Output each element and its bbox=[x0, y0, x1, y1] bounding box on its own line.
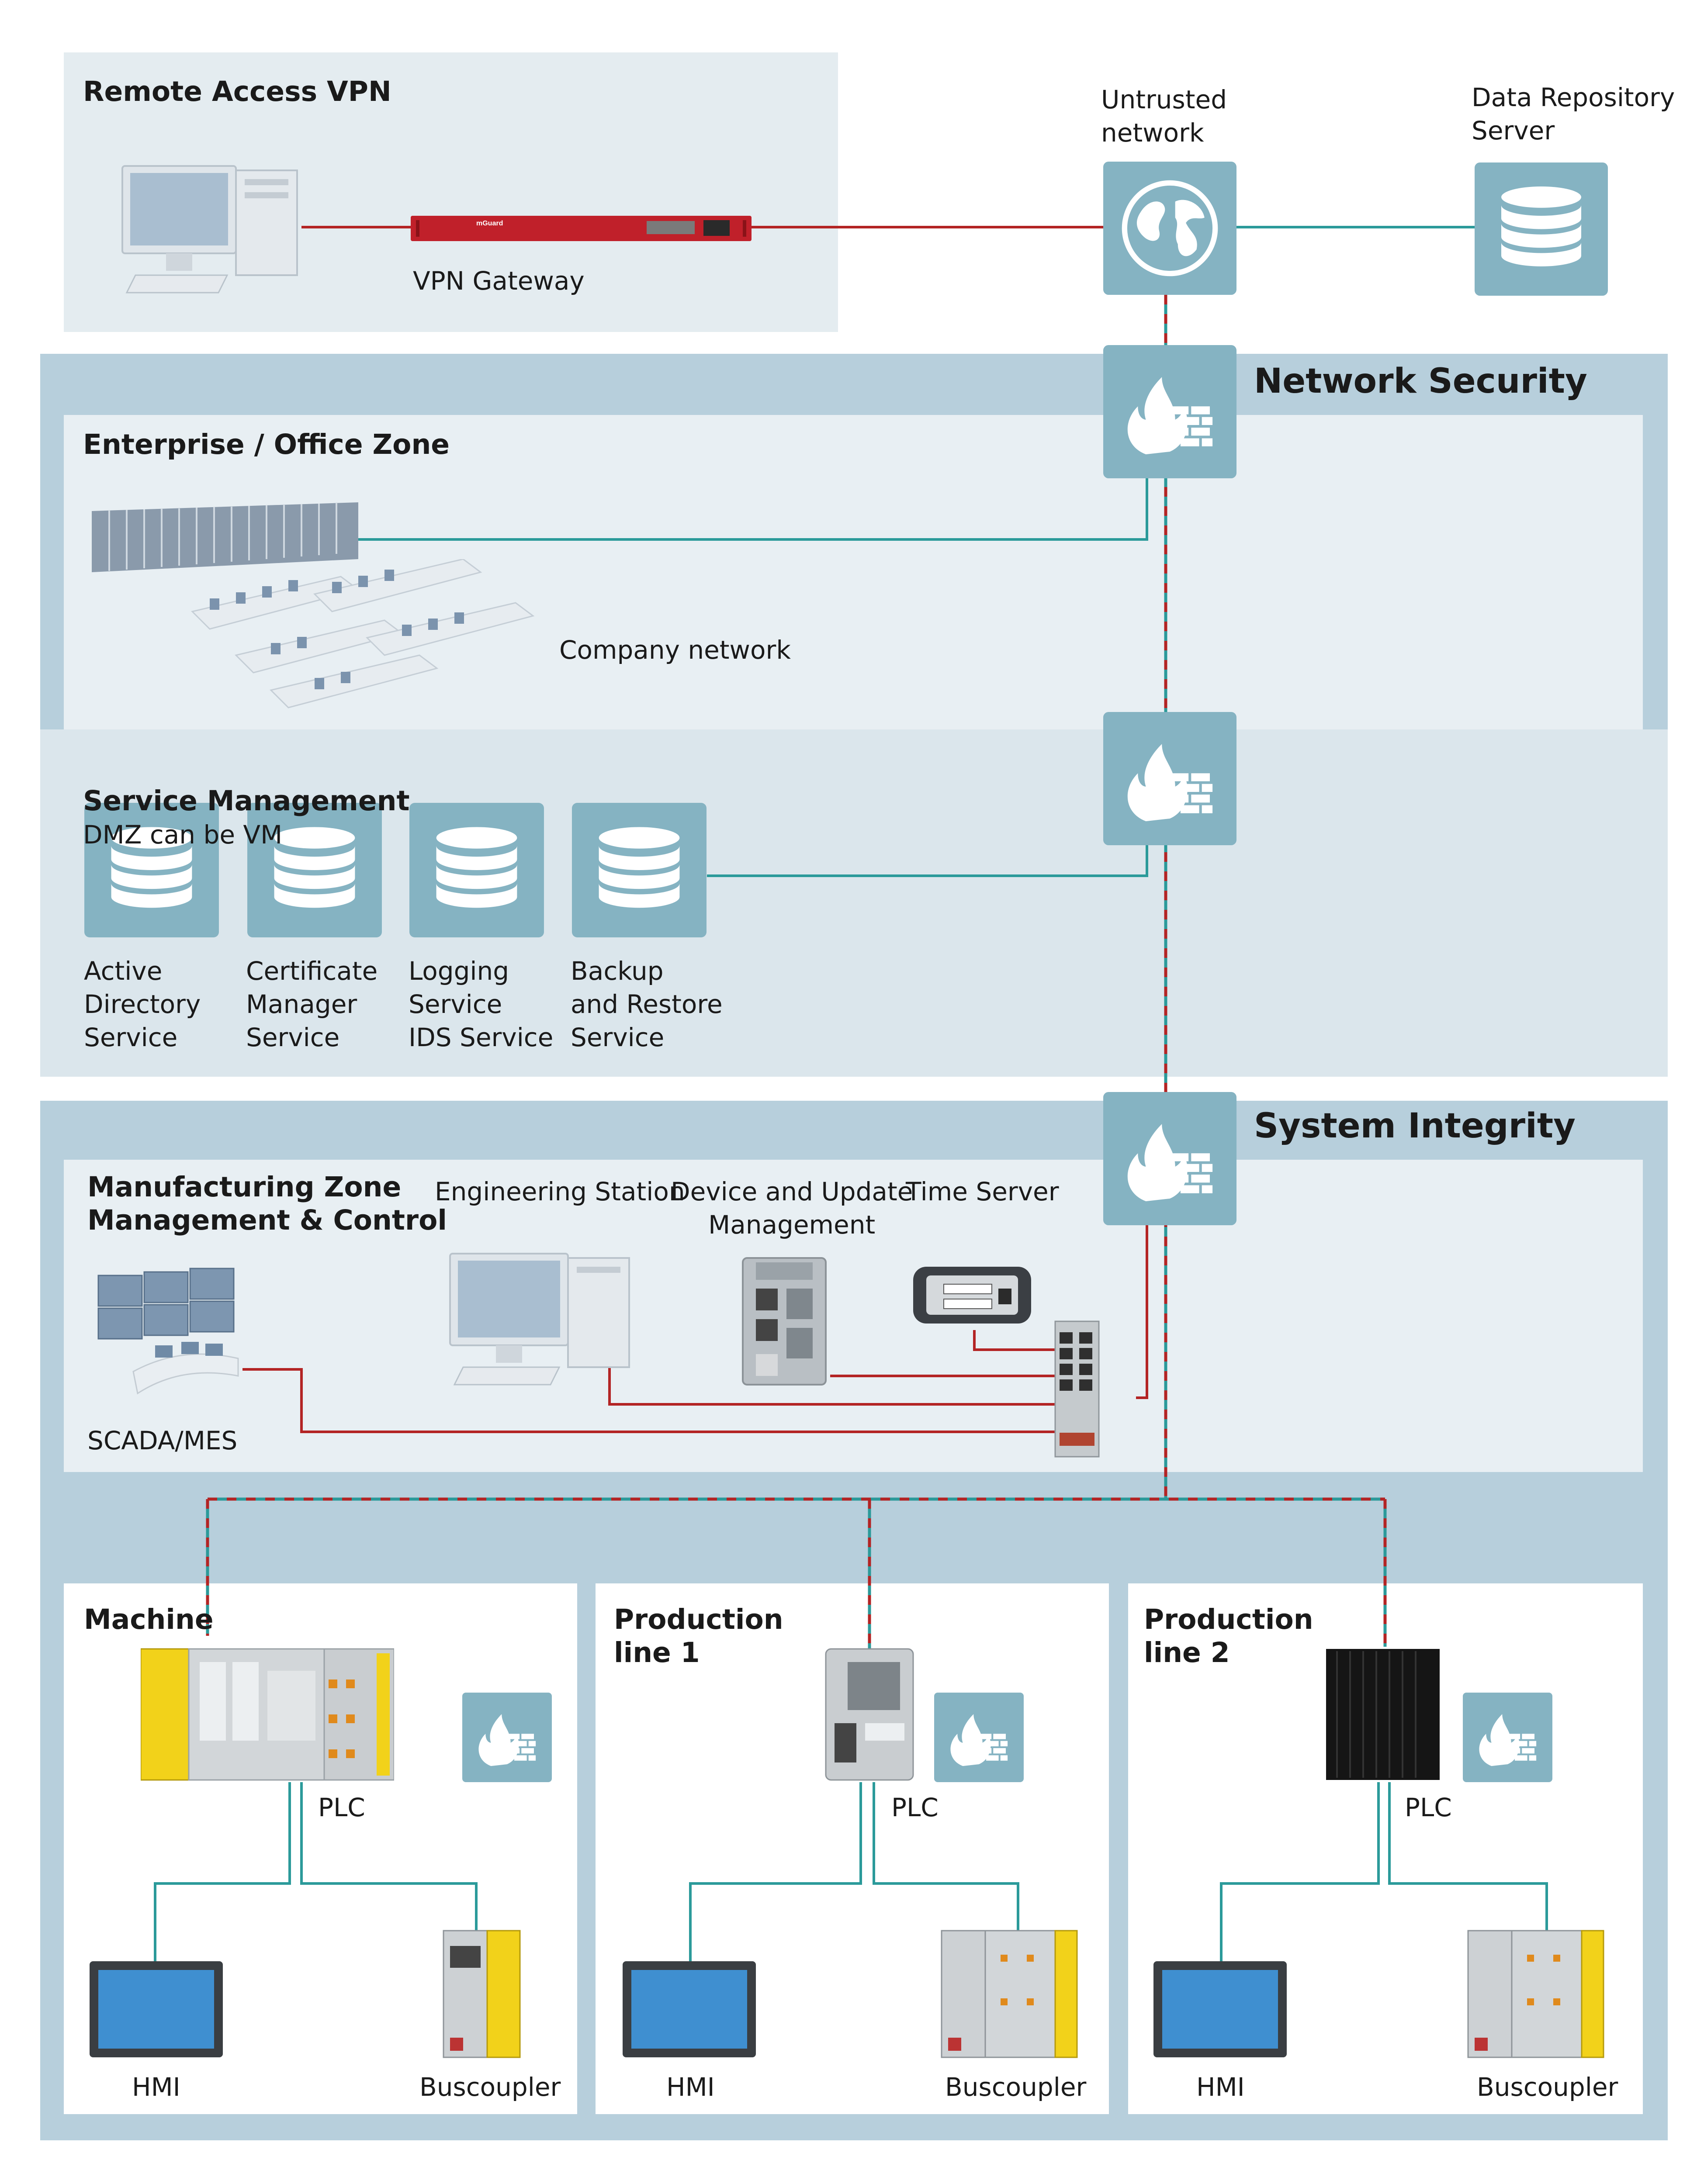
globe-icon bbox=[1103, 162, 1236, 295]
buscoupler-label: Buscoupler bbox=[419, 2072, 561, 2102]
database-icon bbox=[84, 803, 219, 937]
hmi-panel-icon bbox=[623, 1961, 756, 2057]
buscoupler-label: Buscoupler bbox=[945, 2072, 1087, 2102]
service-label: Backup and Restore Service bbox=[571, 956, 723, 1052]
line1-plc-device bbox=[825, 1648, 914, 1781]
server-rack-icon bbox=[92, 502, 358, 572]
hmi-panel-icon bbox=[1153, 1961, 1287, 2057]
database-icon bbox=[409, 803, 544, 937]
machine-plc-device bbox=[141, 1648, 394, 1781]
database-icon bbox=[1475, 162, 1608, 296]
buscoupler-device bbox=[941, 1930, 1078, 2058]
firewall-icon bbox=[462, 1693, 552, 1782]
plc-label: PLC bbox=[891, 1793, 939, 1822]
firewall-icon bbox=[1103, 1092, 1236, 1225]
firewall-icon bbox=[1103, 712, 1236, 845]
buscoupler-label: Buscoupler bbox=[1477, 2072, 1618, 2102]
machine-title: Machine bbox=[84, 1603, 214, 1635]
database-icon bbox=[571, 803, 707, 937]
scada-control-room-icon bbox=[97, 1268, 239, 1395]
hmi-label: HMI bbox=[132, 2072, 180, 2102]
hmi-panel-icon bbox=[90, 1961, 223, 2057]
service-management-title-rest: DMZ can be VM bbox=[83, 820, 283, 850]
untrusted-network-label: Untrusted network bbox=[1101, 85, 1227, 148]
hmi-label: HMI bbox=[1196, 2072, 1245, 2102]
scada-label: SCADA/MES bbox=[87, 1426, 238, 1455]
engineering-workstation-icon bbox=[449, 1253, 630, 1386]
service-label: Logging Service IDS Service bbox=[409, 956, 554, 1052]
buscoupler-device bbox=[1467, 1930, 1604, 2058]
enterprise-title: Enterprise / Office Zone bbox=[83, 429, 450, 460]
network-security-title: Network Security bbox=[1254, 362, 1587, 401]
line2-plc-device bbox=[1326, 1649, 1440, 1780]
network-switch-device bbox=[1054, 1320, 1100, 1458]
service-label: Active Directory Service bbox=[84, 956, 201, 1052]
svg-text:mGuard: mGuard bbox=[476, 220, 503, 227]
time-server-label: Time Server bbox=[906, 1177, 1059, 1206]
buscoupler-device bbox=[443, 1930, 521, 2058]
hmi-label: HMI bbox=[666, 2072, 715, 2102]
machine-wires bbox=[154, 1782, 478, 1961]
service-management-title-bold: Service Management bbox=[83, 785, 410, 817]
time-server-device bbox=[913, 1267, 1031, 1324]
firewall-icon bbox=[1103, 345, 1236, 478]
firewall-icon bbox=[1463, 1693, 1552, 1782]
production-line-1-title: Production line 1 bbox=[614, 1603, 783, 1669]
database-icon bbox=[247, 803, 382, 937]
system-integrity-title: System Integrity bbox=[1254, 1106, 1576, 1146]
manufacturing-zone bbox=[64, 1160, 1643, 1472]
manufacturing-title: Manufacturing Zone Management & Control bbox=[87, 1171, 447, 1236]
workstation-icon bbox=[121, 165, 298, 294]
production-line-2-title: Production line 2 bbox=[1144, 1603, 1313, 1669]
engineering-station-label: Engineering Station bbox=[435, 1177, 685, 1206]
remote-access-title: Remote Access VPN bbox=[83, 76, 391, 107]
firewall-icon bbox=[934, 1693, 1024, 1782]
backbone-trunk bbox=[206, 295, 1387, 1653]
office-desks-icon bbox=[191, 559, 535, 708]
line2-wires bbox=[1220, 1782, 1548, 1961]
vpn-gateway-device: mGuard bbox=[411, 216, 752, 241]
line1-wires bbox=[689, 1782, 1019, 1961]
plc-label: PLC bbox=[318, 1793, 365, 1822]
company-network-label: Company network bbox=[559, 635, 791, 665]
plc-label: PLC bbox=[1405, 1793, 1452, 1822]
service-management-title: Service Management DMZ can be VM bbox=[83, 751, 410, 851]
update-management-device bbox=[742, 1257, 827, 1386]
vpn-gateway-label: VPN Gateway bbox=[413, 266, 585, 296]
data-repository-label: Data Repository Server bbox=[1472, 83, 1675, 145]
device-update-label: Device and Update Management bbox=[671, 1177, 913, 1240]
service-label: Certificate Manager Service bbox=[246, 956, 378, 1052]
